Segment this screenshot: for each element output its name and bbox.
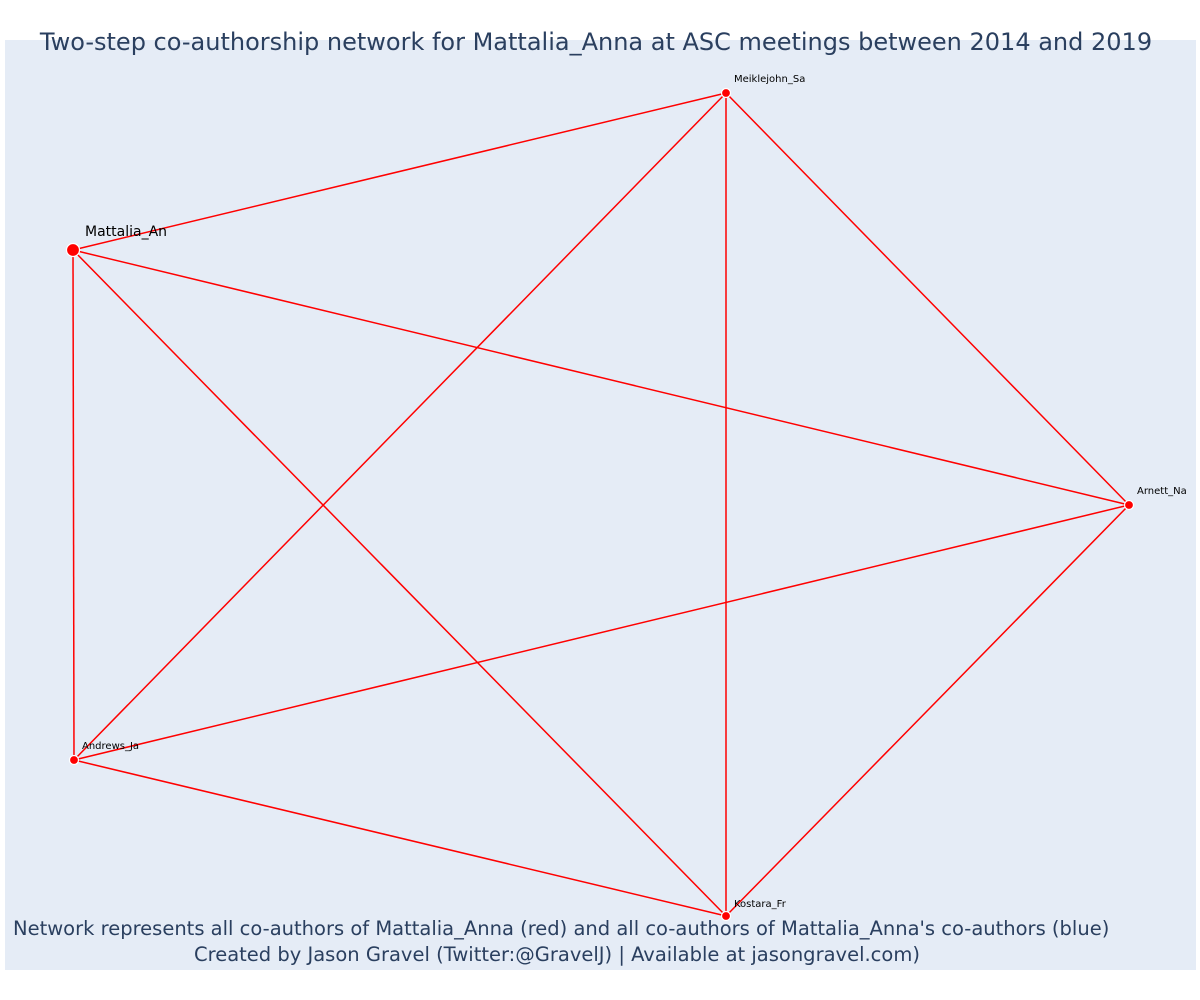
node-label-Andrews_Ja: Andrews_Ja	[82, 741, 139, 752]
chart-title: Two-step co-authorship network for Matta…	[39, 28, 1153, 56]
node-label-Arnett_Na: Arnett_Na	[1137, 486, 1187, 497]
edge-Meiklejohn_Sa-Arnett_Na	[725, 92, 1130, 506]
node-Andrews_Ja[interactable]	[68, 754, 80, 766]
plot-area	[5, 40, 1196, 970]
edge-Arnett_Na-Andrews_Ja	[73, 504, 1130, 761]
node-Arnett_Na[interactable]	[1123, 499, 1135, 511]
edge-Kostara_Fr-Andrews_Ja	[73, 759, 727, 917]
caption-credit: Created by Jason Gravel (Twitter:@Gravel…	[194, 943, 920, 966]
node-label-Meiklejohn_Sa: Meiklejohn_Sa	[734, 74, 805, 85]
edge-Arnett_Na-Kostara_Fr	[725, 504, 1130, 917]
labels-layer: Mattalia_An Meiklejohn_SaArnett_NaKostara…	[82, 74, 1187, 910]
node-Kostara_Fr[interactable]	[720, 910, 732, 922]
edge-Mattalia_An-Arnett_Na	[72, 249, 1130, 506]
edge-Meiklejohn_Sa-Andrews_Ja	[73, 92, 727, 761]
edge-Mattalia_An-Meiklejohn_Sa	[72, 92, 727, 251]
edges-layer	[72, 92, 1130, 917]
nodes-layer	[65, 87, 1135, 922]
node-label-Mattalia_An: Mattalia_An	[85, 224, 167, 240]
edge-Mattalia_An-Kostara_Fr	[72, 249, 727, 917]
caption-description: Network represents all co-authors of Mat…	[13, 917, 1110, 940]
node-Meiklejohn_Sa[interactable]	[720, 87, 732, 99]
node-label-Kostara_Fr: Kostara_Fr	[734, 899, 787, 910]
edge-Mattalia_An-Andrews_Ja	[72, 249, 75, 761]
node-Mattalia_An[interactable]	[65, 242, 81, 258]
